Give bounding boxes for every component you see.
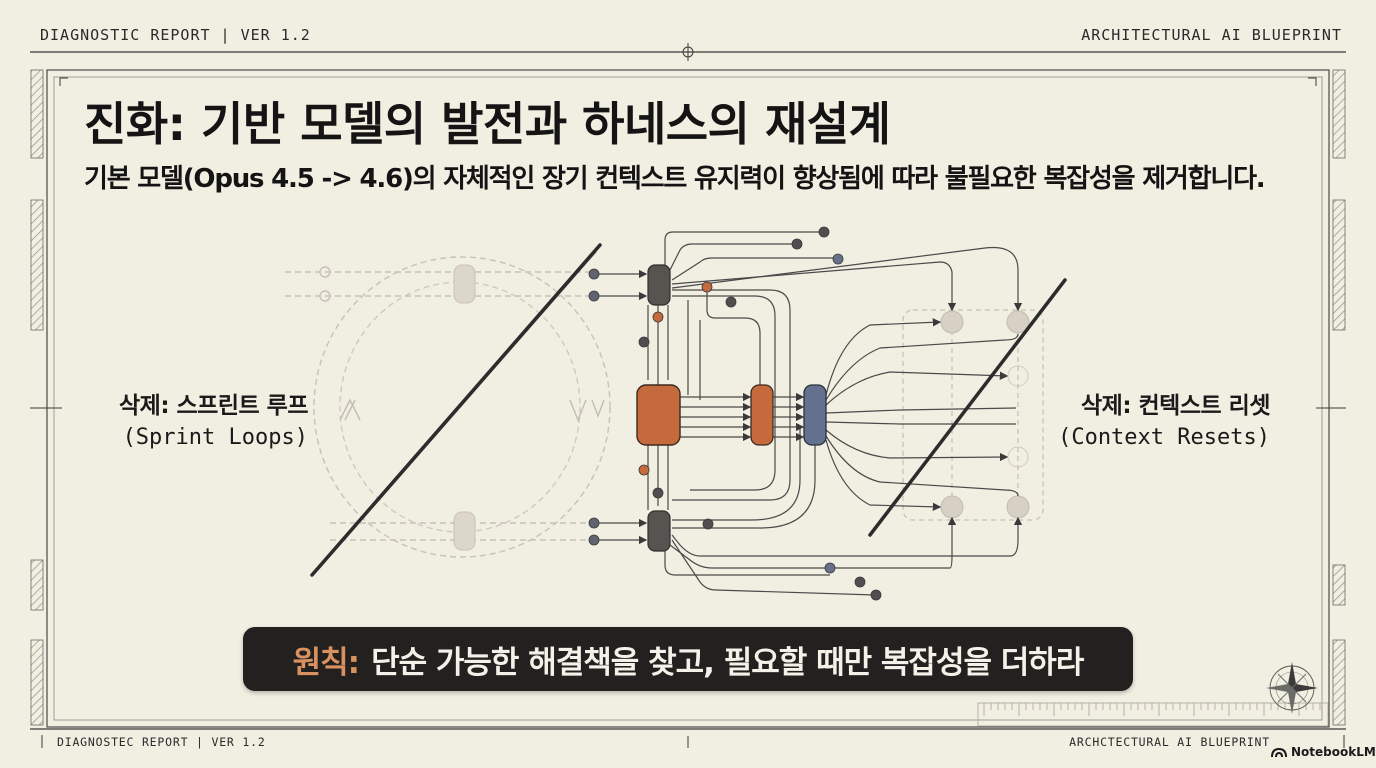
principle-text: 단순 가능한 해결책을 찾고, 필요할 때만 복잡성을 더하라 bbox=[371, 644, 1084, 681]
blue-node bbox=[803, 384, 827, 446]
footer-left: DIAGNOSTEC REPORT | VER 1.2 bbox=[57, 735, 266, 749]
ruler-decoration bbox=[977, 702, 1329, 727]
main-nodes bbox=[636, 264, 827, 552]
right-label-en: (Context Resets) bbox=[1058, 425, 1270, 450]
notebooklm-logo-icon bbox=[1271, 747, 1287, 758]
side-hatch-bars bbox=[30, 69, 1346, 726]
frame-rules bbox=[30, 43, 1346, 748]
core-orange-node bbox=[636, 384, 681, 446]
top-node bbox=[647, 264, 671, 306]
notebooklm-logo: NotebookLM bbox=[1271, 745, 1376, 759]
context-reset-faded bbox=[902, 309, 1044, 521]
principle-banner: 원칙: 단순 가능한 해결책을 찾고, 필요할 때만 복잡성을 더하라 bbox=[243, 627, 1133, 691]
compass-rose-icon bbox=[1266, 662, 1318, 714]
right-label-ko: 삭제: 컨텍스트 리셋 bbox=[1081, 393, 1270, 419]
page-subtitle: 기본 모델(Opus 4.5 -> 4.6)의 자체적인 장기 컨텍스트 유지력… bbox=[84, 164, 1266, 194]
header-right: ARCHITECTURAL AI BLUEPRINT bbox=[1081, 26, 1342, 44]
principle-accent: 원칙: bbox=[292, 644, 360, 681]
right-deleted-label: 삭제: 컨텍스트 리셋 (Context Resets) bbox=[1058, 390, 1270, 454]
small-dots bbox=[588, 226, 882, 601]
page-title: 진화: 기반 모델의 발전과 하네스의 재설계 bbox=[84, 97, 891, 151]
left-label-ko: 삭제: 스프린트 루프 bbox=[119, 393, 309, 419]
footer-right: ARCHCTECTURAL AI BLUEPRINT bbox=[1069, 735, 1270, 749]
orange-small-node bbox=[750, 384, 774, 446]
bottom-node bbox=[647, 510, 671, 552]
left-deleted-label: 삭제: 스프린트 루프 (Sprint Loops) bbox=[119, 390, 309, 454]
flow-lines bbox=[598, 231, 1023, 596]
sprint-loop-faded bbox=[285, 256, 611, 558]
left-label-en: (Sprint Loops) bbox=[122, 425, 308, 450]
sprint-loop-nodes-faded bbox=[339, 264, 605, 551]
logo-text: NotebookLM bbox=[1291, 745, 1376, 759]
header-left: DIAGNOSTIC REPORT | VER 1.2 bbox=[40, 26, 311, 44]
deletion-slashes bbox=[310, 243, 1067, 577]
